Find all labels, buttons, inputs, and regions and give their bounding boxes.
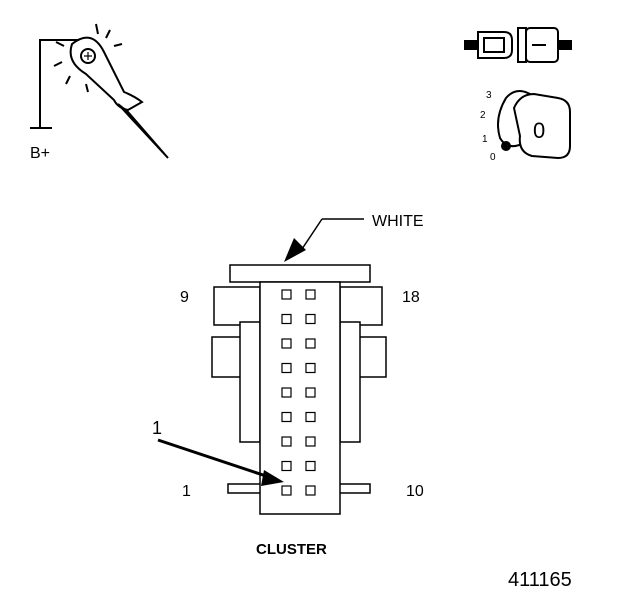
pin-label-10: 10 <box>406 483 424 500</box>
pin-cavity <box>281 460 292 472</box>
connector-left-tab-upper <box>213 286 261 326</box>
key-position-2: 2 <box>480 110 486 121</box>
pin-cavity <box>305 289 316 300</box>
connector-name: CLUSTER <box>256 541 327 558</box>
connector-body <box>259 281 341 515</box>
connector-color-label: WHITE <box>372 213 424 230</box>
connector-disconnect-icon <box>464 27 572 63</box>
pin-cavity <box>281 387 292 398</box>
key-head-label: 0 <box>533 118 545 143</box>
pin-cavity-grid <box>281 289 316 496</box>
white-callout <box>284 218 364 262</box>
connector-right-tab-upper <box>339 286 383 326</box>
key-position-3: 3 <box>486 90 492 101</box>
pin-1-callout-arrow <box>157 438 284 486</box>
pin-cavity <box>305 338 316 349</box>
figure-id: 411165 <box>508 569 572 591</box>
pin-cavity <box>305 387 316 398</box>
ignition-key-icon <box>497 90 571 160</box>
key-position-1: 1 <box>482 134 488 145</box>
pin-cavity <box>281 411 292 423</box>
pin-cavity <box>281 338 292 349</box>
connector-left-rail <box>239 321 261 443</box>
pin-cavity <box>281 485 292 496</box>
pin-label-1: 1 <box>182 483 191 500</box>
pin-cavity <box>305 436 316 447</box>
callout-number: 1 <box>152 418 162 438</box>
pin-label-18: 18 <box>402 289 420 306</box>
pin-cavity <box>305 313 316 325</box>
pin-cavity <box>281 362 292 374</box>
pin-cavity <box>305 460 316 472</box>
key-position-labels: 3 2 1 0 <box>480 90 496 163</box>
pin-cavity <box>281 313 292 325</box>
pin-cavity <box>281 289 292 300</box>
test-light-probe-icon <box>30 23 169 159</box>
pin-cavity <box>305 411 316 423</box>
pin-cavity <box>305 485 316 496</box>
connector-top-flange <box>229 264 371 283</box>
cluster-connector <box>211 264 387 515</box>
pin-label-9: 9 <box>180 289 189 306</box>
b-plus-label: B+ <box>30 145 50 162</box>
connector-right-rail <box>339 321 361 443</box>
pin-cavity <box>305 362 316 374</box>
key-position-0: 0 <box>490 152 496 163</box>
pin-cavity <box>281 436 292 447</box>
